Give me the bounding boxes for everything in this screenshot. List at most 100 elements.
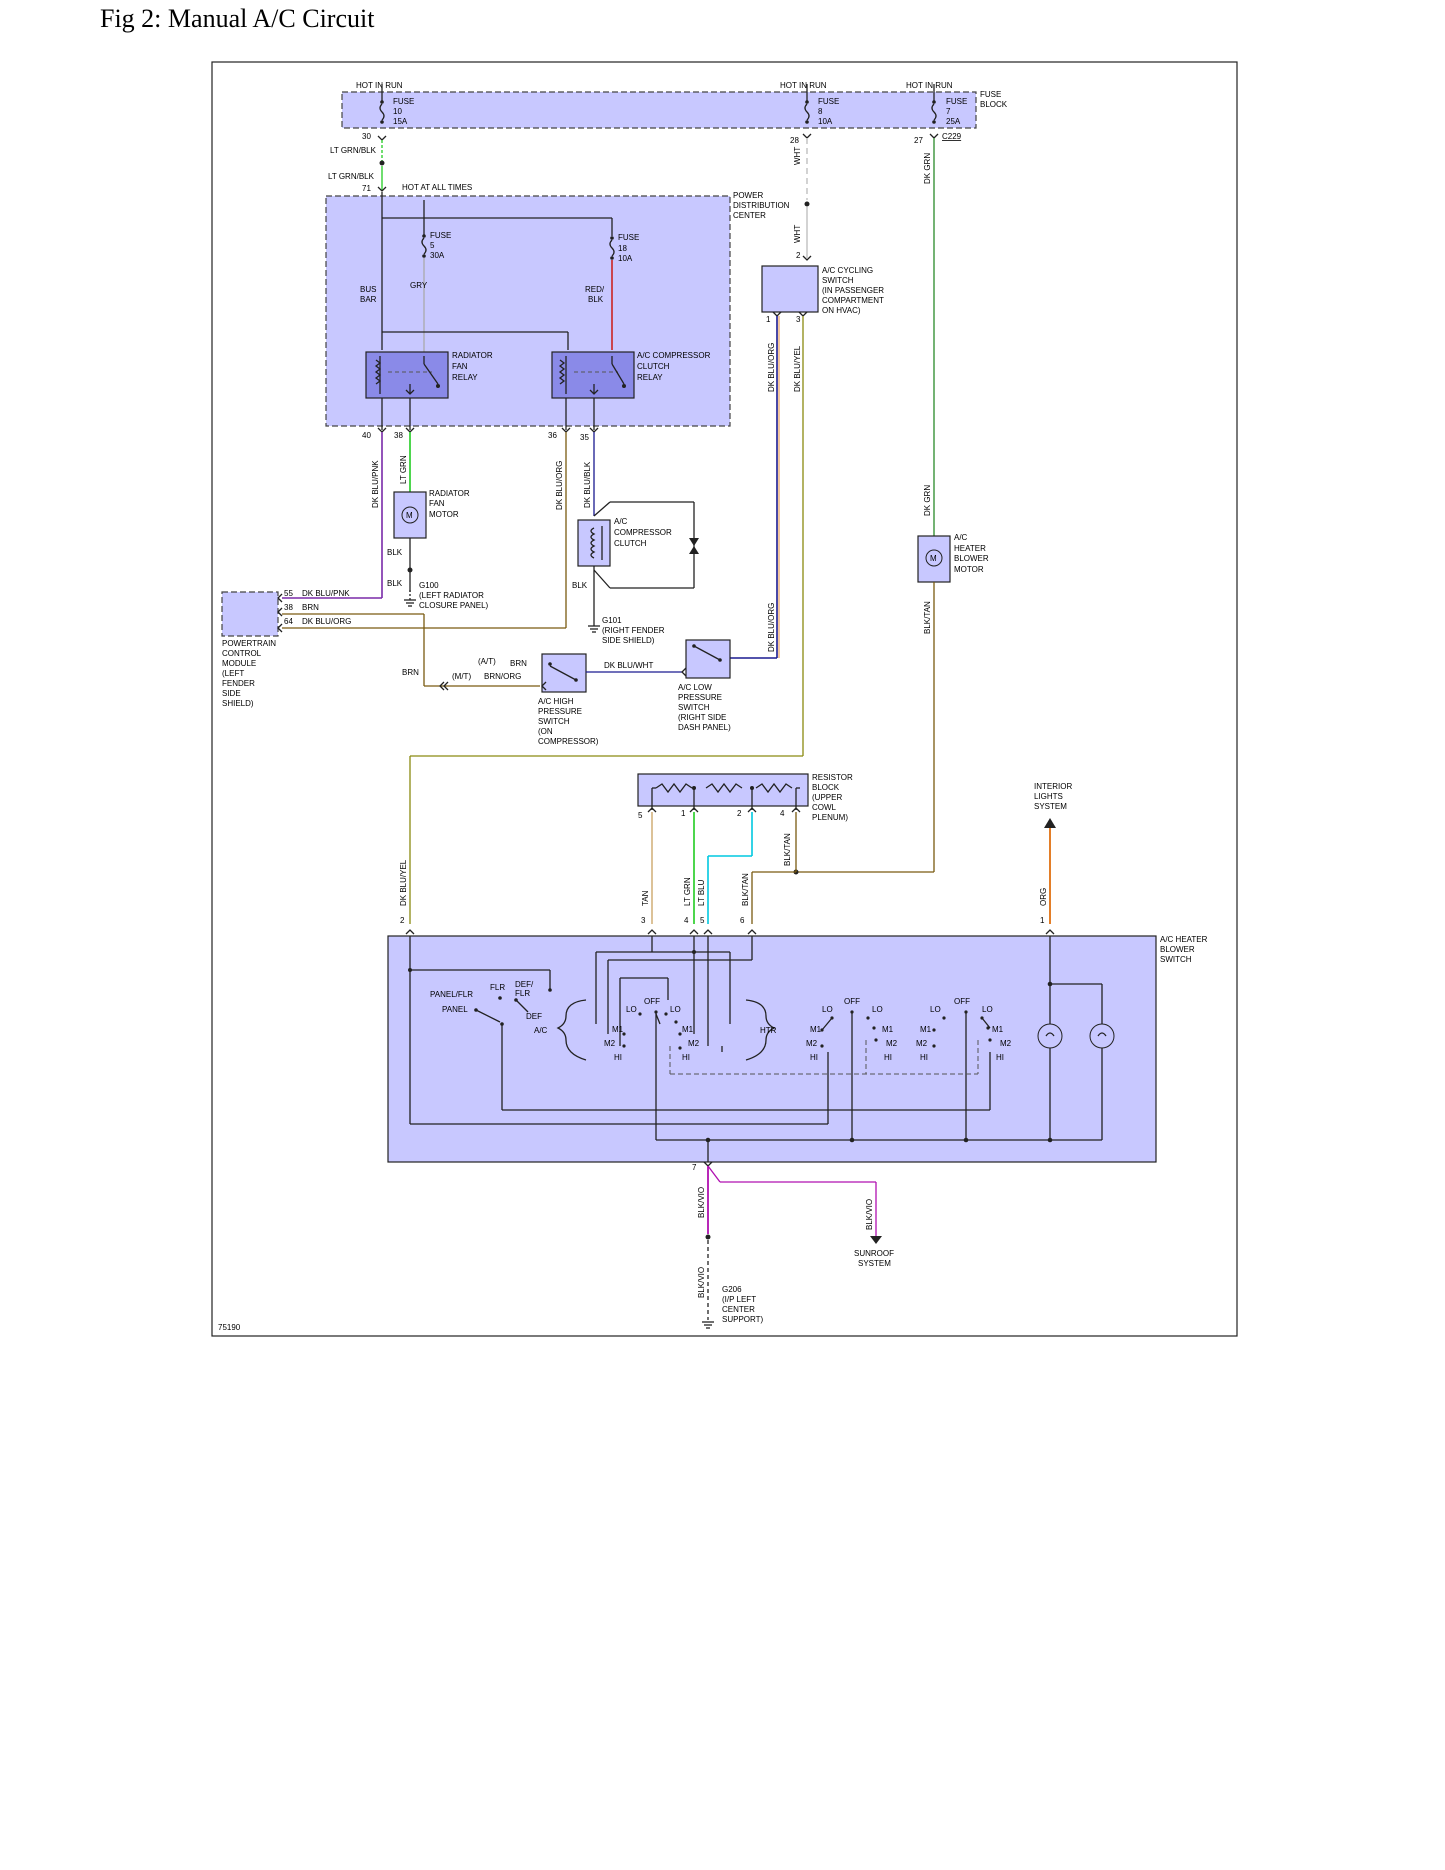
svg-text:HEATER: HEATER: [954, 544, 986, 553]
svg-text:5: 5: [700, 916, 705, 925]
fuse-8: FUSE 8 10A: [804, 97, 839, 126]
svg-text:10A: 10A: [818, 117, 833, 126]
svg-text:COWL: COWL: [812, 803, 837, 812]
svg-text:25A: 25A: [946, 117, 961, 126]
svg-text:G100: G100: [419, 581, 439, 590]
svg-text:2: 2: [400, 916, 405, 925]
svg-text:LO: LO: [872, 1005, 883, 1014]
svg-text:LT GRN: LT GRN: [399, 455, 408, 484]
wire-dk-blu-pnk: DK BLU/PNK: [282, 432, 383, 599]
svg-text:4: 4: [684, 916, 689, 925]
svg-text:SUNROOF: SUNROOF: [854, 1249, 894, 1258]
svg-text:(A/T): (A/T): [478, 657, 496, 666]
svg-text:A/C: A/C: [534, 1026, 548, 1035]
svg-text:30: 30: [362, 132, 371, 141]
svg-text:FLR: FLR: [490, 983, 505, 992]
svg-text:2: 2: [737, 809, 742, 818]
svg-text:A/C: A/C: [614, 517, 628, 526]
svg-text:DK GRN: DK GRN: [923, 485, 932, 516]
svg-text:30A: 30A: [430, 251, 445, 260]
svg-text:ON HVAC): ON HVAC): [822, 306, 861, 315]
wire-brn: BRN (M/T) (A/T) BRN BRN/ORG: [282, 613, 540, 691]
svg-text:BLOWER: BLOWER: [1160, 945, 1195, 954]
svg-text:M1: M1: [992, 1025, 1004, 1034]
wire-blk-tan: BLK/TAN BLK/TAN: [741, 812, 797, 924]
wire-lt-blu: LT BLU: [697, 812, 753, 924]
svg-text:SWITCH: SWITCH: [538, 717, 570, 726]
svg-text:DK BLU/ORG: DK BLU/ORG: [555, 461, 564, 510]
svg-text:G206: G206: [722, 1285, 742, 1294]
svg-text:SUPPORT): SUPPORT): [722, 1315, 764, 1324]
svg-text:BLOCK: BLOCK: [812, 783, 840, 792]
svg-text:A/C CYCLING: A/C CYCLING: [822, 266, 873, 275]
svg-text:A/C: A/C: [954, 533, 968, 542]
wire-dk-blu-wht-label: DK BLU/WHT: [604, 661, 653, 670]
ac-high-pressure-switch: A/C HIGH PRESSURE SWITCH (ON COMPRESSOR): [538, 653, 599, 746]
svg-text:SWITCH: SWITCH: [822, 276, 854, 285]
svg-text:POWERTRAIN: POWERTRAIN: [222, 639, 276, 648]
svg-text:8: 8: [818, 107, 823, 116]
svg-text:FUSE: FUSE: [818, 97, 839, 106]
svg-text:BLK/VIO: BLK/VIO: [697, 1267, 706, 1298]
svg-text:18: 18: [618, 244, 627, 253]
svg-text:3: 3: [641, 916, 646, 925]
svg-text:HOT IN RUN: HOT IN RUN: [356, 81, 403, 90]
svg-text:5: 5: [638, 811, 643, 820]
svg-text:BLOWER: BLOWER: [954, 554, 989, 563]
interior-lights: INTERIOR LIGHTS SYSTEM ORG: [1034, 782, 1072, 924]
svg-text:M2: M2: [688, 1039, 700, 1048]
svg-text:FUSE: FUSE: [618, 233, 639, 242]
svg-text:64: 64: [284, 617, 293, 626]
svg-text:BAR: BAR: [360, 295, 377, 304]
svg-text:BLK/TAN: BLK/TAN: [923, 601, 932, 634]
svg-text:DK BLU/YEL: DK BLU/YEL: [793, 345, 802, 392]
svg-text:BLK: BLK: [387, 579, 403, 588]
svg-text:2: 2: [796, 251, 801, 260]
svg-text:BLK/TAN: BLK/TAN: [783, 833, 792, 866]
svg-text:35: 35: [580, 433, 589, 442]
wire-dk-grn: DK GRN DK GRN: [923, 138, 935, 536]
svg-text:DK BLU/ORG: DK BLU/ORG: [302, 617, 351, 626]
svg-text:SWITCH: SWITCH: [1160, 955, 1192, 964]
svg-text:BRN/ORG: BRN/ORG: [484, 672, 521, 681]
svg-text:(RIGHT FENDER: (RIGHT FENDER: [602, 626, 665, 635]
fuse-block: HOT IN RUN HOT IN RUN HOT IN RUN FUSE BL…: [341, 81, 1008, 145]
ac-low-pressure-switch: A/C LOW PRESSURE SWITCH (RIGHT SIDE DASH…: [678, 639, 731, 732]
fuse-7: FUSE 7 25A: [931, 97, 967, 126]
svg-text:INTERIOR: INTERIOR: [1034, 782, 1072, 791]
svg-text:BUS: BUS: [360, 285, 376, 294]
svg-text:BRN: BRN: [510, 659, 527, 668]
svg-text:COMPARTMENT: COMPARTMENT: [822, 296, 884, 305]
svg-text:RELAY: RELAY: [452, 373, 478, 382]
svg-text:CLUTCH: CLUTCH: [637, 362, 670, 371]
svg-text:DK BLU/ORG: DK BLU/ORG: [767, 343, 776, 392]
svg-text:OFF: OFF: [644, 997, 660, 1006]
svg-text:(M/T): (M/T): [452, 672, 471, 681]
svg-text:15A: 15A: [393, 117, 408, 126]
svg-text:M2: M2: [604, 1039, 616, 1048]
svg-text:SYSTEM: SYSTEM: [1034, 802, 1067, 811]
svg-text:1: 1: [681, 809, 686, 818]
svg-text:HI: HI: [682, 1053, 690, 1062]
switch-pin-labels: 2 3 4 5 6 1: [400, 916, 1055, 935]
svg-text:5: 5: [430, 241, 435, 250]
svg-text:FUSE: FUSE: [393, 97, 414, 106]
svg-text:PLENUM): PLENUM): [812, 813, 848, 822]
svg-text:M2: M2: [916, 1039, 928, 1048]
figure-code: 75190: [218, 1323, 241, 1332]
svg-text:HTR: HTR: [760, 1026, 777, 1035]
svg-text:71: 71: [362, 184, 371, 193]
svg-text:(LEFT RADIATOR: (LEFT RADIATOR: [419, 591, 484, 600]
svg-text:(LEFT: (LEFT: [222, 669, 244, 678]
svg-text:BLK/TAN: BLK/TAN: [741, 873, 750, 906]
svg-text:DK BLU/BLK: DK BLU/BLK: [583, 461, 592, 508]
svg-text:36: 36: [548, 431, 557, 440]
wire-wht: WHT WHT 2: [793, 138, 810, 260]
svg-text:BLK: BLK: [588, 295, 604, 304]
wire-dk-blu-yel: DK BLU/YEL DK BLU/YEL: [399, 316, 804, 924]
svg-text:PRESSURE: PRESSURE: [538, 707, 582, 716]
svg-text:M1: M1: [612, 1025, 624, 1034]
svg-text:10A: 10A: [618, 254, 633, 263]
svg-text:A/C HEATER: A/C HEATER: [1160, 935, 1208, 944]
